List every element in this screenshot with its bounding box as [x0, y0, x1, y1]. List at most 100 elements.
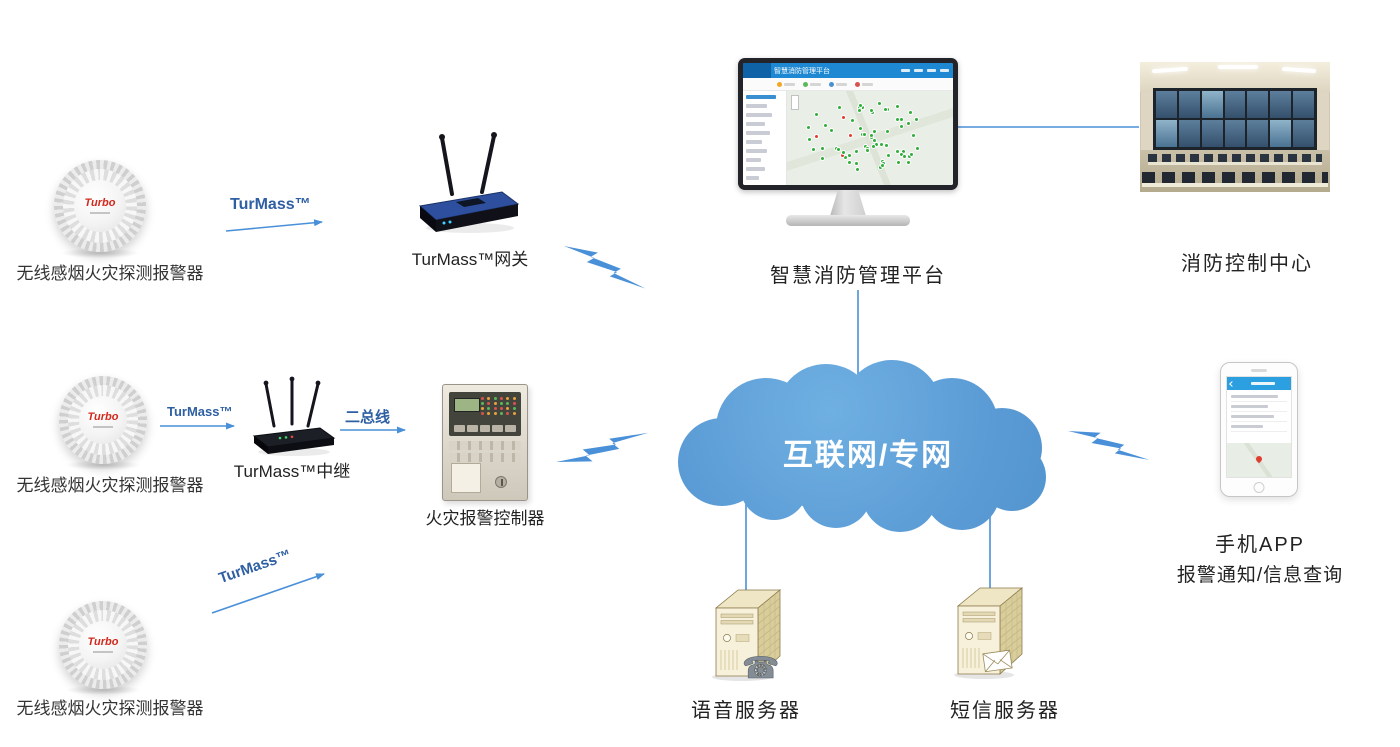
- smoke-detector-3: Turbo: [59, 601, 147, 695]
- turmass-gateway-device: [418, 132, 520, 233]
- phone-app-titlebar: [1250, 382, 1275, 385]
- monitor-screen: 智慧消防管理平台: [743, 63, 953, 185]
- map-marker: [905, 120, 911, 126]
- map-marker: [870, 144, 876, 150]
- server-front-face: [715, 607, 759, 677]
- controller-led: [500, 412, 503, 415]
- controller-led: [512, 407, 516, 410]
- controller-led: [493, 402, 497, 405]
- controller-led: [506, 402, 510, 405]
- controller-led: [487, 397, 491, 400]
- map-marker: [869, 107, 875, 113]
- relay-led: [290, 435, 294, 439]
- wireless-bolt-gateway-to-platform: [562, 246, 647, 289]
- phone-list-row: [1231, 422, 1287, 432]
- phone-list: [1227, 390, 1291, 443]
- detector-core: Turbo: [79, 621, 127, 669]
- map-marker: [876, 100, 882, 106]
- server-vents: [962, 648, 980, 668]
- platform-sidebar-item: [746, 104, 768, 108]
- controller-key-strip: [449, 453, 521, 462]
- platform-sidebar-item: [746, 149, 768, 153]
- map-marker-alarm: [841, 115, 847, 121]
- map-pin-icon: [1255, 454, 1264, 464]
- platform-sidebar-item: [746, 158, 761, 162]
- video-wall-screen: [1201, 120, 1223, 147]
- map-marker: [836, 147, 842, 153]
- map-marker: [853, 160, 859, 166]
- video-wall-screen: [1156, 91, 1177, 118]
- relay-antenna-tip: [263, 380, 269, 386]
- controller-label: 火灾报警控制器: [425, 509, 545, 528]
- stat-chip: [855, 81, 873, 87]
- relay-antenna-icon: [264, 382, 276, 428]
- relay-front-face: [268, 438, 334, 454]
- stat-chip: [777, 81, 795, 87]
- map-marker: [846, 160, 852, 166]
- monitor-stand-neck: [830, 190, 866, 216]
- server-power-button: [965, 632, 973, 640]
- phone-app-header: [1227, 377, 1291, 390]
- gateway-top-panel: [456, 198, 486, 207]
- map-marker: [854, 148, 860, 154]
- controller-led-grid: [481, 397, 517, 423]
- map-marker: [856, 108, 862, 114]
- turmass-relay-device: [252, 376, 336, 456]
- map-marker: [899, 123, 905, 129]
- controller-led: [481, 407, 484, 410]
- detector-shadow: [65, 460, 141, 470]
- controller-led: [487, 412, 491, 415]
- controller-led: [487, 407, 491, 410]
- platform-menu: [901, 69, 953, 72]
- platform-body: [743, 91, 953, 185]
- server-side-grid: [763, 594, 776, 671]
- cc-floor: [1140, 150, 1330, 192]
- controller-led: [481, 397, 484, 400]
- map-marker: [911, 132, 917, 138]
- platform-map: [787, 91, 953, 185]
- map-marker: [807, 136, 813, 142]
- voice-server-label: 语音服务器: [691, 700, 801, 722]
- map-marker: [814, 112, 820, 118]
- detector-brand: Turbo: [84, 197, 116, 209]
- detector-core: Turbo: [74, 180, 126, 232]
- phone-screen: [1226, 376, 1292, 478]
- platform-sidebar-item: [746, 167, 766, 171]
- monitor-bezel: 智慧消防管理平台: [738, 58, 958, 190]
- video-wall-screen: [1247, 91, 1269, 118]
- map-marker: [894, 149, 900, 155]
- back-chevron-icon: [1229, 380, 1235, 387]
- video-wall: [1153, 88, 1317, 150]
- video-wall-screen: [1178, 91, 1200, 118]
- map-marker: [895, 103, 901, 109]
- detector1-label: 无线感烟火灾探测报警器: [16, 264, 204, 283]
- controller-led: [506, 397, 510, 400]
- control-center-label: 消防控制中心: [1181, 253, 1313, 275]
- gateway-antenna-tip: [439, 134, 445, 140]
- voice-handset-icon: ☎: [742, 652, 779, 682]
- controller-led: [500, 402, 503, 405]
- platform-stats-bar: [743, 78, 953, 91]
- gateway-antenna-right-icon: [480, 134, 496, 194]
- gateway-led: [448, 220, 452, 224]
- wireless-bolt-controller-to-cloud: [556, 420, 649, 475]
- platform-monitor: 智慧消防管理平台: [738, 58, 958, 228]
- platform-sidebar: [743, 91, 787, 185]
- phone-map: [1227, 443, 1291, 477]
- gateway-label: TurMass™网关: [411, 250, 529, 269]
- map-marker: [823, 122, 829, 128]
- stat-chip: [803, 81, 821, 87]
- platform-sidebar-item: [746, 113, 772, 117]
- control-center-photo: [1140, 62, 1330, 192]
- map-marker: [819, 155, 825, 161]
- controller-led: [506, 407, 510, 410]
- server-side-grid: [757, 597, 781, 665]
- menu-bar: [927, 69, 936, 72]
- cloud-label: 互联网/专网: [782, 439, 954, 472]
- map-marker-alarm: [813, 133, 819, 139]
- map-marker: [883, 142, 889, 148]
- stat-dot: [855, 81, 860, 87]
- phone-list-row: [1231, 392, 1287, 402]
- server-slot: [962, 618, 996, 623]
